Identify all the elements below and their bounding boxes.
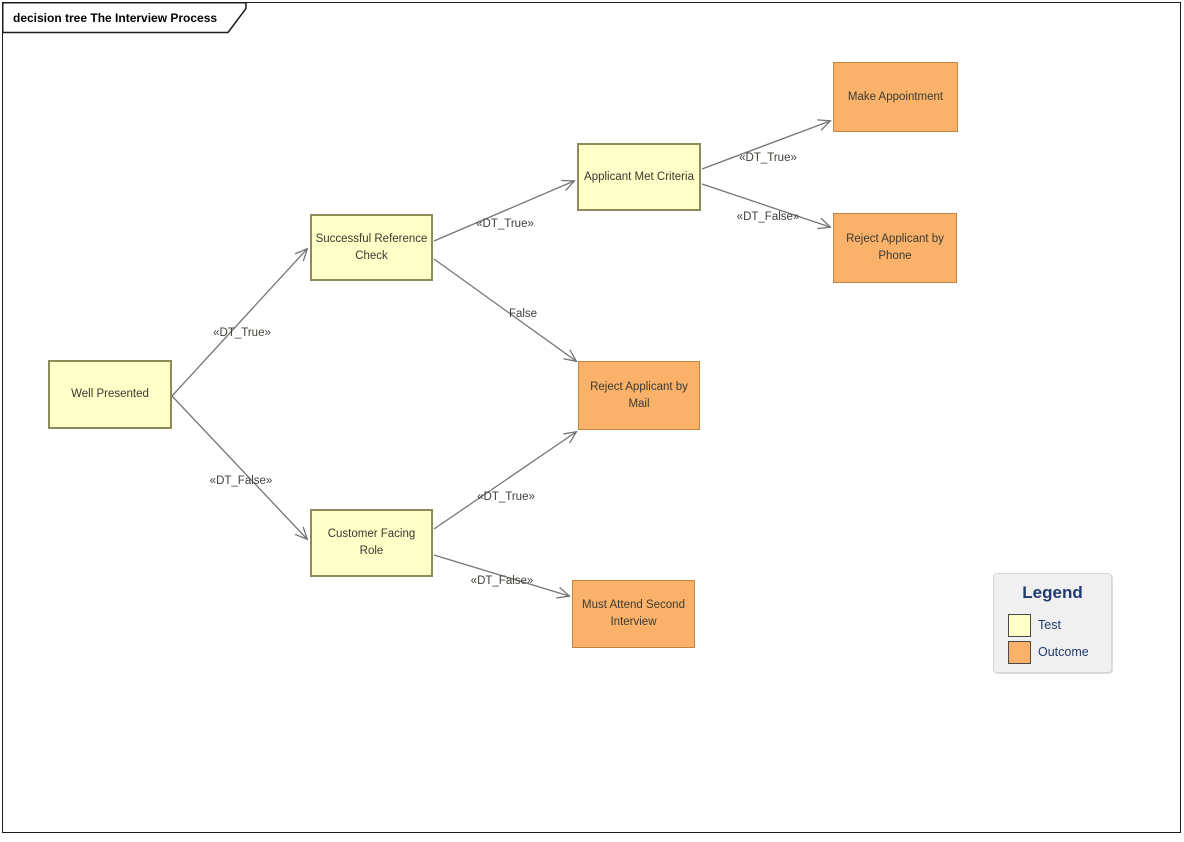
edge-label: False: [508, 308, 538, 320]
node-reject-applicant-by-mail[interactable]: Reject Applicant by Mail: [578, 361, 700, 430]
edge-label: «DT_True»: [213, 327, 271, 339]
node-applicant-met-criteria[interactable]: Applicant Met Criteria: [577, 143, 701, 211]
node-well-presented[interactable]: Well Presented: [48, 360, 172, 429]
node-successful-reference-check[interactable]: Successful Reference Check: [310, 214, 433, 281]
legend-label: Outcome: [1038, 645, 1089, 659]
edge-label: «DT_True»: [739, 152, 797, 164]
edge-label: «DT_True»: [476, 218, 534, 230]
edge-label: «DT_False»: [209, 475, 273, 487]
legend-swatch-outcome: [1008, 640, 1031, 664]
edge-label: «DT_True»: [477, 491, 535, 503]
node-make-appointment[interactable]: Make Appointment: [833, 62, 958, 132]
diagram-frame-tab: [2, 2, 247, 34]
node-must-attend-second-interview[interactable]: Must Attend Second Interview: [572, 580, 695, 648]
edge-label: «DT_False»: [736, 211, 800, 223]
diagram-title: decision tree The Interview Process: [13, 11, 218, 25]
edge-label: «DT_False»: [470, 575, 534, 587]
node-reject-applicant-by-phone[interactable]: Reject Applicant by Phone: [833, 213, 957, 283]
node-customer-facing-role[interactable]: Customer Facing Role: [310, 509, 433, 577]
legend-title: Legend: [1022, 583, 1083, 602]
legend-swatch-test: [1008, 613, 1031, 637]
legend-item-outcome: Outcome: [1008, 640, 1089, 664]
legend-label: Test: [1038, 618, 1061, 632]
legend-item-test: Test: [1008, 613, 1061, 637]
